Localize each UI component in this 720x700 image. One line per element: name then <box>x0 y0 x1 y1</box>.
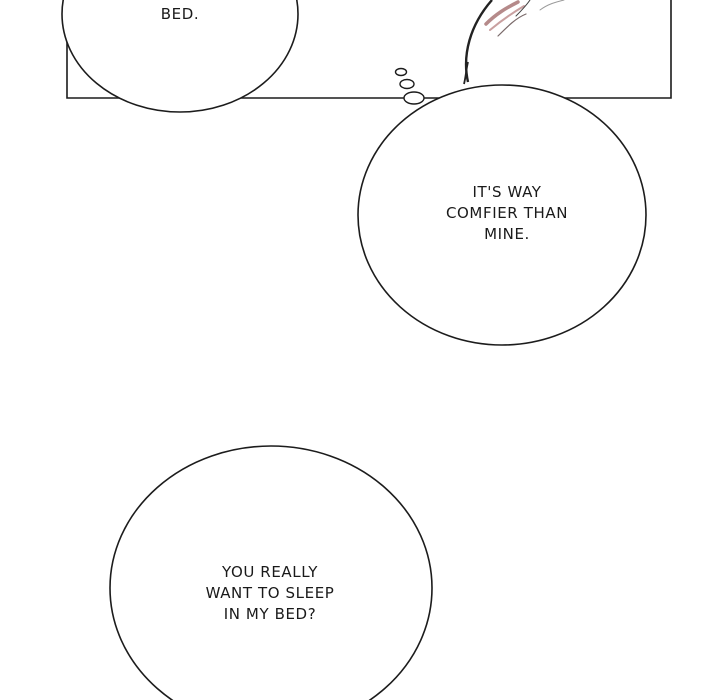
speech-bubble-2 <box>357 84 647 346</box>
speech-bubble-1 <box>61 0 299 113</box>
speech-bubble-1-text: BED. <box>160 5 200 23</box>
speech-bubble-2-text: IT'S WAY COMFIER THAN MINE. <box>445 183 569 243</box>
panel-frame <box>66 0 672 99</box>
speech-bubble-3-text: YOU REALLY WANT TO SLEEP IN MY BED? <box>205 563 335 623</box>
speech-bubble-3 <box>109 445 433 700</box>
thought-tail <box>394 67 425 105</box>
character-hair-art <box>463 0 565 85</box>
